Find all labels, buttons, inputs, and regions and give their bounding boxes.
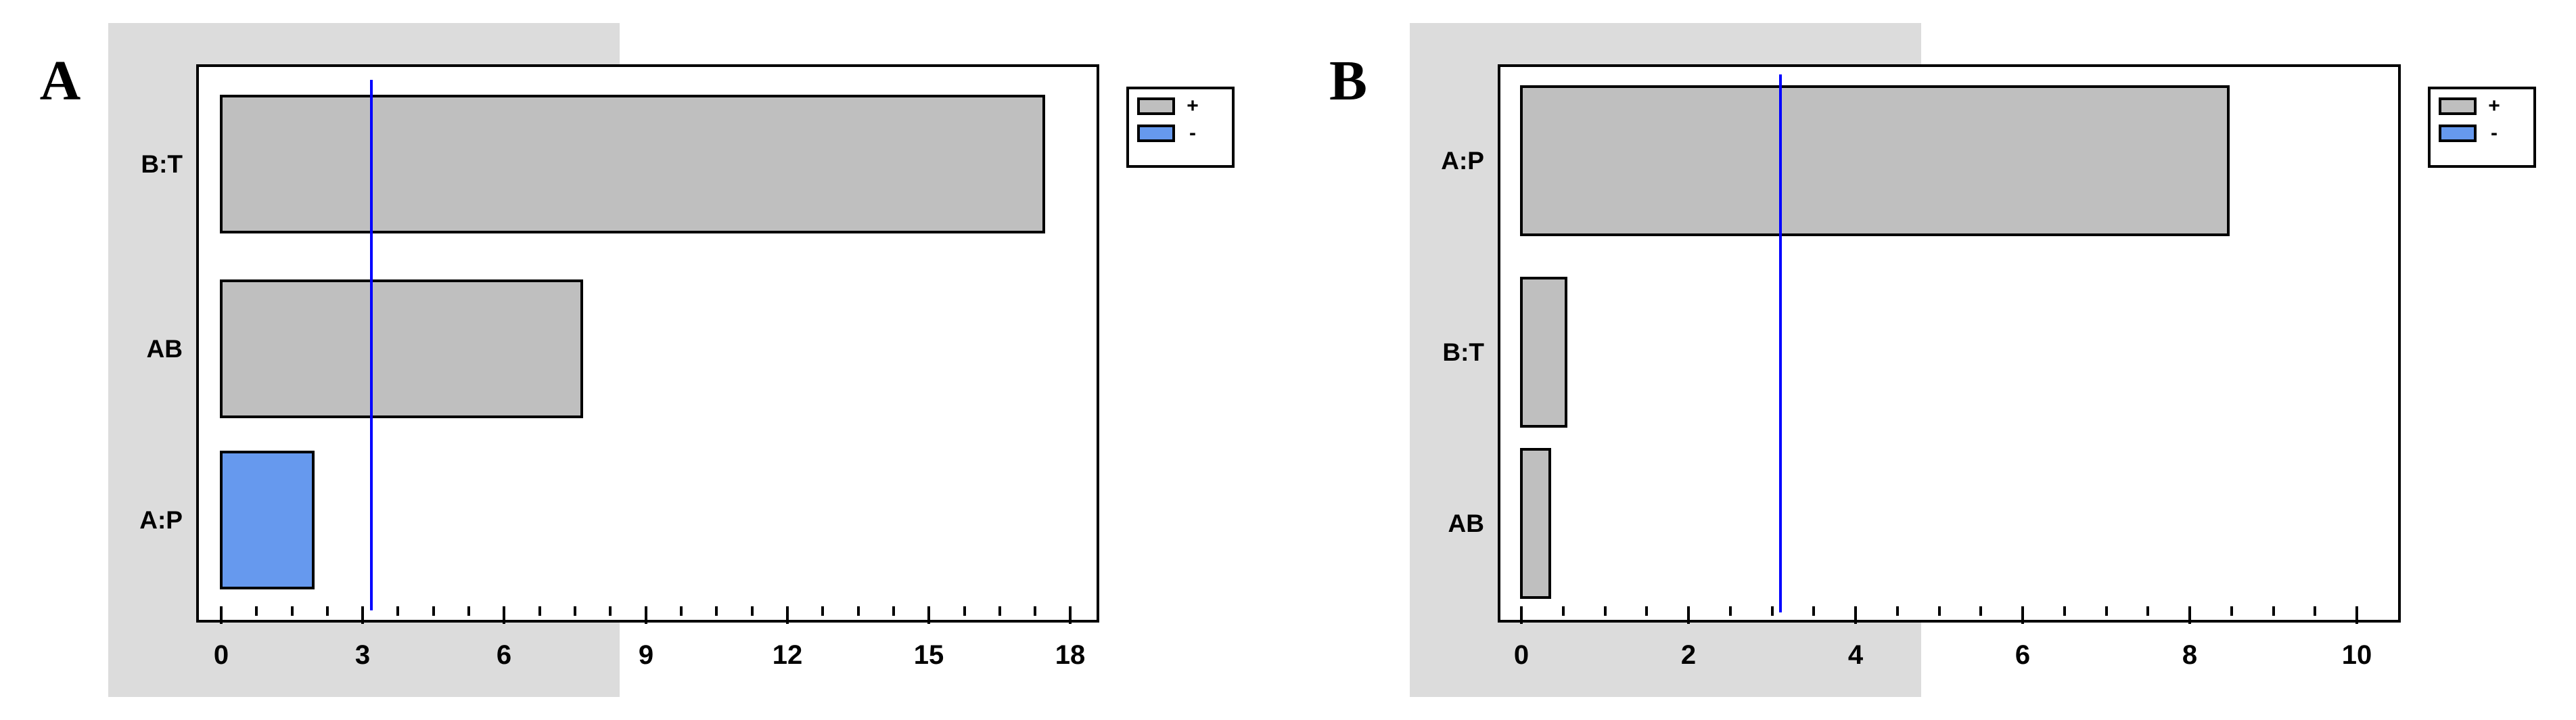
panel-b-legend-label-positive: + [2488, 95, 2500, 117]
panel-letter-a: A [39, 49, 81, 112]
panel-a-bar-ab[interactable] [220, 279, 583, 418]
panel-b-tick-0 [1520, 606, 1523, 624]
panel-a-ylabel-ab: AB [146, 335, 183, 363]
panel-a-minor-tick [892, 606, 895, 616]
panel-b-bar-ab[interactable] [1520, 448, 1551, 599]
panel-a-tick-group [0, 606, 1288, 627]
panel-b-minor-tick [2314, 606, 2316, 616]
panel-b-minor-tick [1604, 606, 1607, 616]
panel-a-bar-bt[interactable] [220, 95, 1045, 233]
panel-b-tick-8 [2188, 606, 2191, 624]
panel-b-ylabel-ap: A:P [1441, 147, 1484, 175]
panel-b-xtick-label-6: 6 [2015, 640, 2031, 670]
panel-a-xtick-label-0: 0 [213, 640, 229, 670]
panel-b-bar-bt[interactable] [1520, 277, 1567, 428]
panel-b-minor-tick [1896, 606, 1899, 616]
panel-b-minor-tick [1562, 606, 1565, 616]
panel-b-minor-tick [1812, 606, 1815, 616]
panel-b-ylabel-bt: B:T [1442, 338, 1484, 366]
panel-b-minor-tick [2063, 606, 2066, 616]
panel-b-minor-tick [2105, 606, 2108, 616]
panel-b-reference-line [1779, 74, 1782, 612]
panel-a-minor-tick [963, 606, 966, 616]
panel-b-tick-6 [2021, 606, 2024, 624]
panel-b-minor-tick [1938, 606, 1941, 616]
legend-swatch-positive-icon [2439, 97, 2477, 115]
panel-a-xtick-label-18: 18 [1055, 640, 1086, 670]
panel-a-tick-15 [927, 606, 930, 624]
panel-a-xtick-label-3: 3 [354, 640, 371, 670]
panel-a-minor-tick [1034, 606, 1036, 616]
panel-b-xtick-label-8: 8 [2182, 640, 2198, 670]
panel-b-legend-row-positive: + [2439, 96, 2525, 116]
legend-swatch-negative-icon [1137, 125, 1175, 142]
panel-a-minor-tick [326, 606, 329, 616]
panel-a-xtick-label-15: 15 [913, 640, 944, 670]
panel-b-xtick-label-2: 2 [1680, 640, 1697, 670]
panel-a-minor-tick [255, 606, 258, 616]
panel-b-minor-tick [2272, 606, 2275, 616]
panel-letter-b: B [1329, 49, 1368, 112]
panel-b-xtick-label-4: 4 [1847, 640, 1864, 670]
panel-a-minor-tick [396, 606, 399, 616]
panel-a-minor-tick [998, 606, 1001, 616]
panel-a-minor-tick [291, 606, 294, 616]
panel-a-xtick-label-9: 9 [638, 640, 654, 670]
panel-b-legend-row-negative: - [2439, 123, 2525, 143]
panel-b-bar-ap[interactable] [1520, 85, 2230, 236]
panel-a-minor-tick [574, 606, 576, 616]
panel-a-minor-tick [432, 606, 435, 616]
panel-b-xtick-label-10: 10 [2341, 640, 2372, 670]
panel-b-minor-tick [2230, 606, 2233, 616]
panel-b-legend: + - [2428, 87, 2536, 168]
panel-b-minor-tick [1979, 606, 1982, 616]
panel-a-minor-tick [715, 606, 718, 616]
panel-a: A [0, 23, 1288, 697]
panel-b-minor-tick [1729, 606, 1732, 616]
panel-a-tick-12 [786, 606, 789, 624]
panel-b-xtick-label-0: 0 [1513, 640, 1530, 670]
panel-a-xtick-label-12: 12 [772, 640, 803, 670]
panel-a-ylabel-ap: A:P [139, 506, 183, 534]
panel-a-tick-9 [645, 606, 647, 624]
panel-a-tick-6 [503, 606, 505, 624]
panel-b-minor-tick [2146, 606, 2149, 616]
panel-a-xtick-label-6: 6 [496, 640, 512, 670]
panel-a-reference-line [370, 80, 373, 610]
panel-b-minor-tick [1645, 606, 1648, 616]
panel-a-minor-tick [680, 606, 683, 616]
panel-a-minor-tick [751, 606, 754, 616]
panel-b-tick-10 [2355, 606, 2358, 624]
panel-b-ylabel-ab: AB [1448, 510, 1484, 537]
panel-a-legend: + - [1126, 87, 1235, 168]
legend-swatch-positive-icon [1137, 97, 1175, 115]
panel-a-bar-ap[interactable] [220, 451, 315, 589]
panel-a-legend-row-negative: - [1137, 123, 1224, 143]
panel-a-legend-row-positive: + [1137, 96, 1224, 116]
panel-a-minor-tick [857, 606, 860, 616]
panel-a-minor-tick [538, 606, 541, 616]
panel-a-ylabel-bt: B:T [141, 150, 183, 178]
legend-swatch-negative-icon [2439, 125, 2477, 142]
panel-b: B [1288, 0, 2576, 720]
panel-b-tick-group [1288, 606, 2576, 627]
panel-b-tick-4 [1854, 606, 1857, 624]
panel-a-minor-tick [609, 606, 612, 616]
panel-b-legend-label-negative: - [2491, 122, 2498, 144]
panel-a-tick-18 [1069, 606, 1072, 624]
panel-a-minor-tick [467, 606, 470, 616]
panel-a-tick-3 [361, 606, 364, 624]
panel-b-minor-tick [1771, 606, 1774, 616]
panel-a-legend-label-negative: - [1189, 122, 1196, 144]
panel-b-tick-2 [1687, 606, 1690, 624]
panel-a-legend-label-positive: + [1187, 95, 1199, 117]
panel-a-tick-0 [220, 606, 223, 624]
panel-a-minor-tick [821, 606, 824, 616]
